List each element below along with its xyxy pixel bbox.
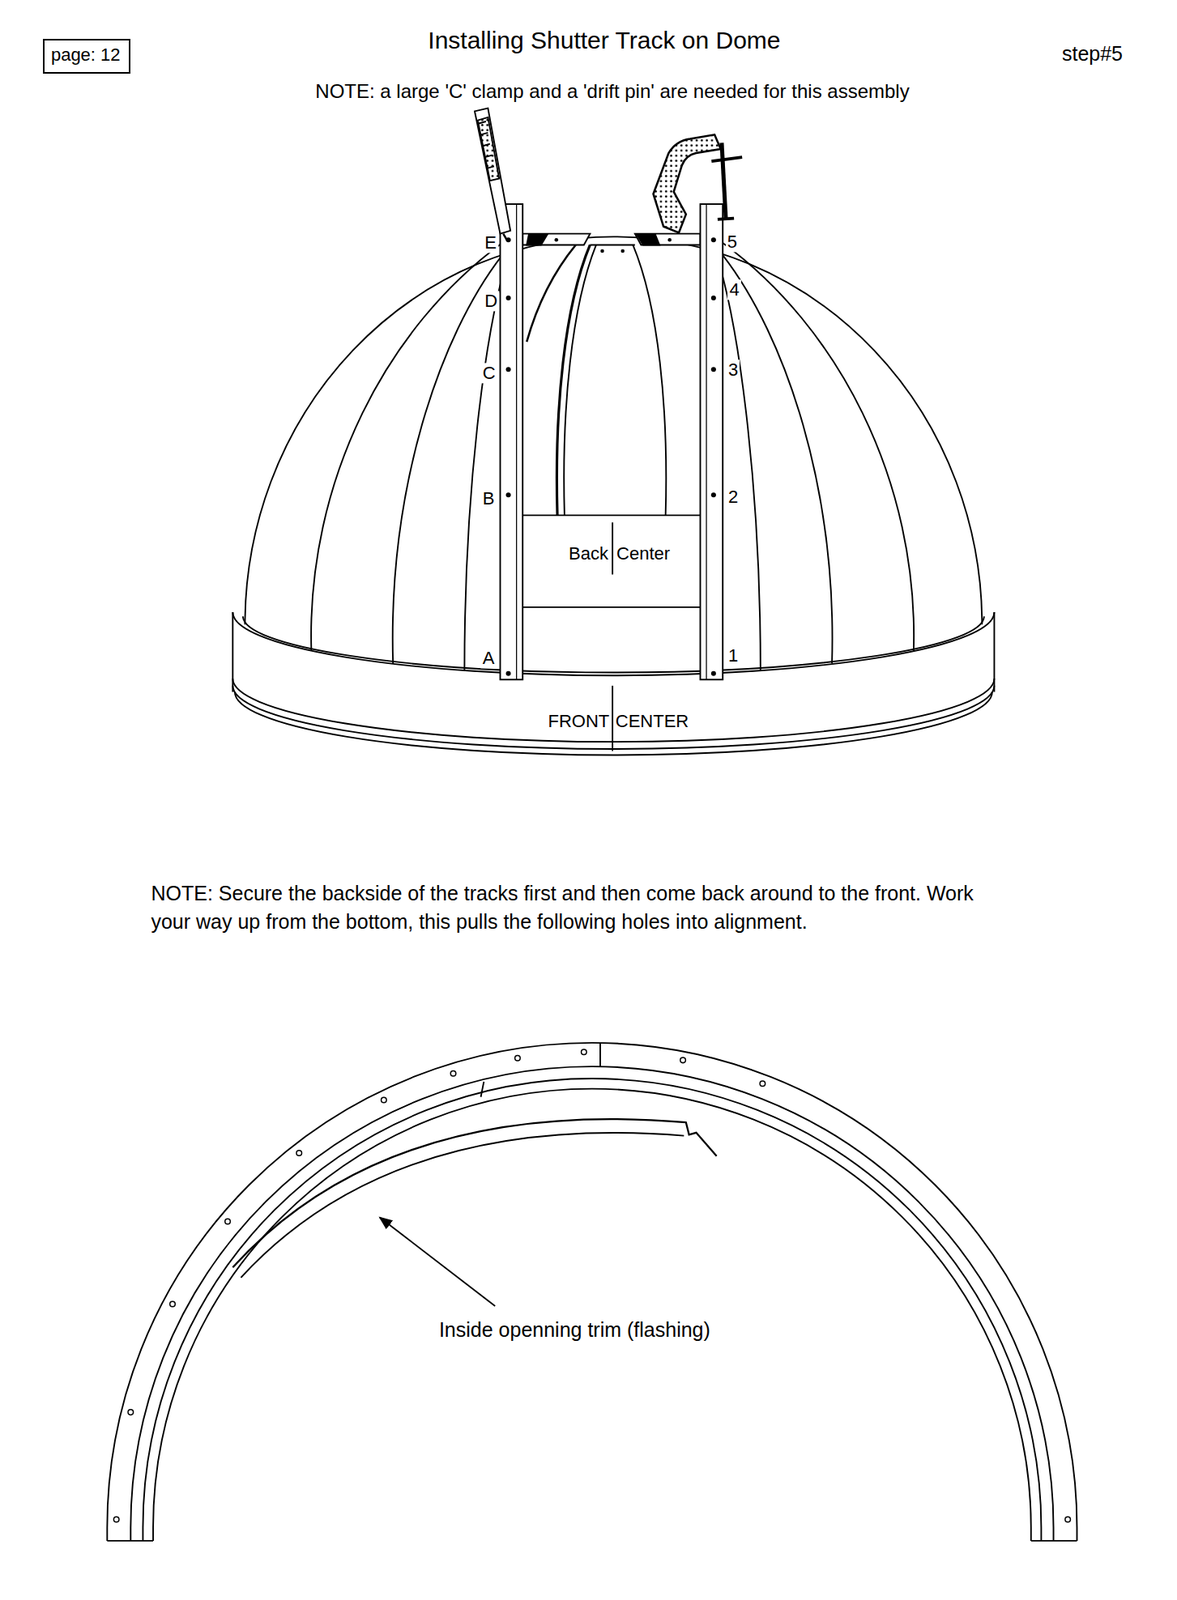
clamp-foot [717,218,734,220]
hole-letter: C [481,363,498,384]
track-hole [711,366,717,372]
hole-letter: B [481,488,497,509]
drift-pin-tip [503,234,508,242]
track-hole [506,492,512,498]
dome-rib [722,255,832,664]
interior-rib [526,244,576,342]
plate-edge [636,234,660,246]
ring-lip [234,691,993,755]
drift-pin [474,108,511,235]
arch-holes [113,1049,1071,1523]
track-hole [506,366,512,372]
arch-hole [515,1056,521,1062]
panel-label: Center [616,544,670,565]
ring-label: FRONT [547,711,610,732]
flashing [240,1133,684,1279]
interior-rib [556,244,590,516]
track-inner-line [516,204,707,680]
track-hole [711,492,717,498]
track-holes [506,237,717,677]
arch-hole [759,1081,766,1088]
dome-rib [722,243,914,652]
track-hole [711,237,717,243]
top-plate [589,244,635,247]
drift-pin-grip [477,117,499,181]
dome-rib [719,265,760,671]
hole-number: 4 [727,279,741,300]
part-label: Inside openning trim (flashing) [439,1317,711,1342]
arch-hole [450,1070,457,1077]
arch-hole [680,1057,687,1064]
arch-hole [296,1151,303,1157]
dome-rib [392,255,503,664]
hole-number: 2 [726,486,740,508]
arch-hole [381,1097,388,1104]
shutter-track [699,204,723,680]
arch-joint [599,1043,602,1067]
hole-number: 3 [726,360,740,381]
front-center-tick [611,686,614,752]
hole-number: 5 [725,231,739,252]
center-tick [611,522,614,575]
hole-letter: E [482,232,499,253]
plate-hole [600,249,605,254]
ring-top-edge [232,612,994,676]
arch-hole [127,1410,134,1416]
instruction-note: NOTE: Secure the backside of the tracks … [150,879,1016,937]
track-arch [130,1066,1054,1542]
ring-bottom-edge [232,678,994,743]
dome-rib [311,243,503,652]
interior-rib [632,244,666,516]
page-title: Installing Shutter Track on Dome [427,26,781,56]
dome-rib [464,265,505,671]
ring-fill [232,612,994,743]
panel-line [522,515,700,607]
arch-hole [170,1301,176,1308]
track-hole [506,671,512,677]
ring-inner-lip [243,616,985,673]
ring-lip [232,686,994,750]
tool-note: NOTE: a large 'C' clamp and a 'drift pin… [315,81,909,104]
arch-hole [225,1219,231,1225]
track-hole [711,671,717,677]
plate-hole [667,238,672,243]
track-hole [506,295,512,301]
step-number: step#5 [1061,41,1123,65]
page-number: page: 12 [51,44,123,66]
interior-rib [563,244,597,516]
track-hole [711,295,717,301]
hole-letter: A [481,648,497,669]
top-plate [522,234,590,246]
plate-edge [526,234,547,246]
shutter-track [499,204,523,680]
track-arch [142,1078,1041,1542]
pointer-arrow [379,1217,495,1307]
ring-label: CENTER [615,711,689,732]
panel-label: Back [568,544,609,565]
drift-pin-grip [478,121,495,169]
c-clamp [653,134,721,233]
plate-hole [620,249,625,254]
arch-hole [113,1517,120,1523]
hole-letter: D [482,290,499,312]
track-arch [106,1043,1077,1542]
track-arch [153,1089,1032,1542]
arch-hole [581,1049,588,1056]
arch-hole [1065,1517,1071,1523]
arch-joint [481,1082,485,1098]
clamp-screw [721,142,726,218]
top-plate [635,234,701,246]
arch-end [106,1540,1077,1543]
plate-hole [554,238,559,243]
page-box: page: 12 [42,38,131,74]
flashing [232,1119,717,1268]
hole-number: 1 [726,646,740,667]
clamp-handle [711,157,743,162]
